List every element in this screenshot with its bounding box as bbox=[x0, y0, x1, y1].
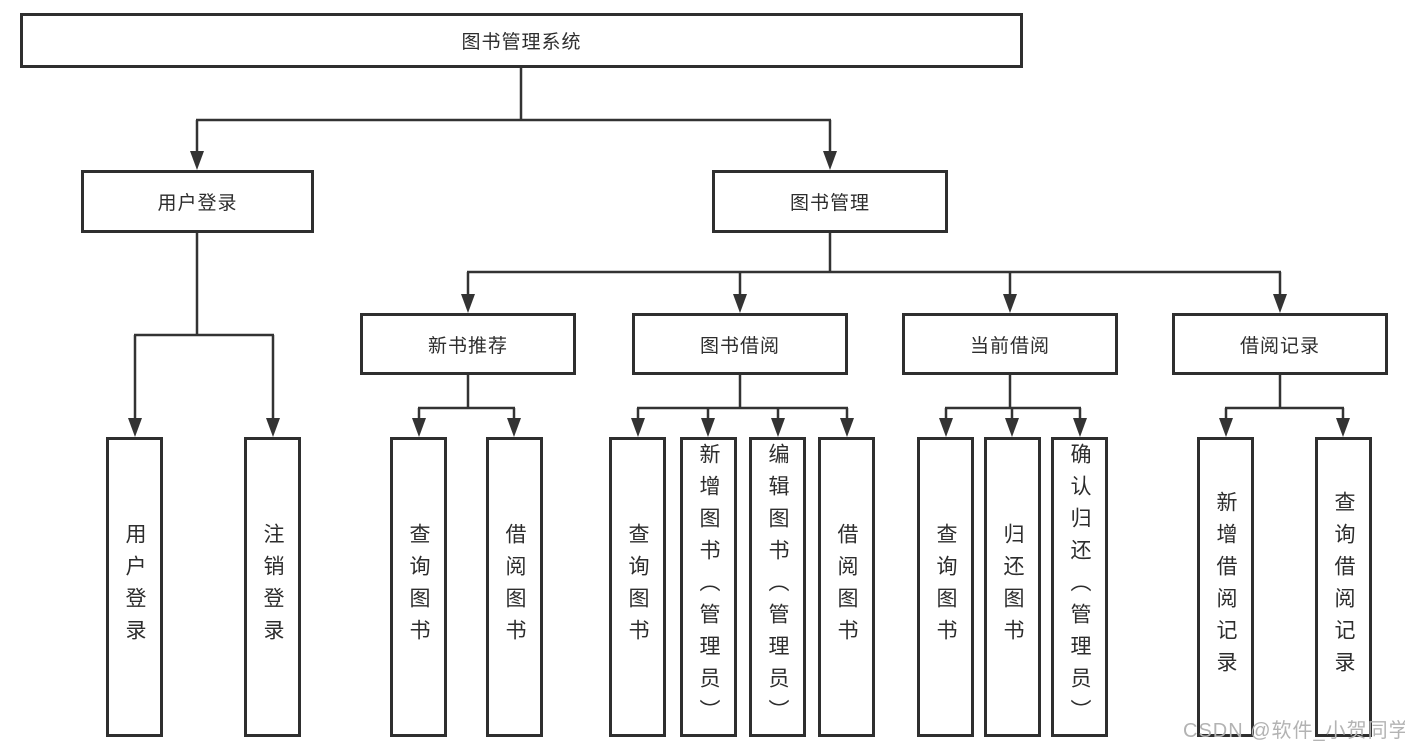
node-book-borrow: 图书借阅 bbox=[632, 313, 848, 375]
arrow-down-icon bbox=[823, 151, 837, 170]
connector-book-management-to-level3 bbox=[466, 231, 1282, 296]
connector-borrow-record-to-leaves bbox=[1224, 373, 1345, 420]
leaf-edit-book-admin: 编辑图书（管理员） bbox=[749, 437, 806, 737]
leaf-return-book: 归还图书 bbox=[984, 437, 1041, 737]
leaf-add-borrow-record: 新增借阅记录 bbox=[1197, 437, 1254, 737]
node-borrow-record: 借阅记录 bbox=[1172, 313, 1388, 375]
arrow-down-icon bbox=[1073, 418, 1087, 437]
leaf-user-login: 用户登录 bbox=[106, 437, 163, 737]
node-root: 图书管理系统 bbox=[20, 13, 1023, 68]
arrow-down-icon bbox=[771, 418, 785, 437]
arrow-down-icon bbox=[840, 418, 854, 437]
leaf-query-borrow-record: 查询借阅记录 bbox=[1315, 437, 1372, 737]
arrowheads bbox=[128, 151, 1350, 437]
leaf-query-books-current: 查询图书 bbox=[917, 437, 974, 737]
arrow-down-icon bbox=[190, 151, 204, 170]
node-book-management: 图书管理 bbox=[712, 170, 948, 233]
watermark: CSDN @软件_小贺同学 bbox=[1183, 720, 1405, 742]
node-user-login: 用户登录 bbox=[81, 170, 314, 233]
leaf-borrow-books-recommend: 借阅图书 bbox=[486, 437, 543, 737]
arrow-down-icon bbox=[1219, 418, 1233, 437]
leaf-query-books-borrow: 查询图书 bbox=[609, 437, 666, 737]
arrow-down-icon bbox=[1003, 294, 1017, 313]
arrow-down-icon bbox=[1336, 418, 1350, 437]
node-current-borrow: 当前借阅 bbox=[902, 313, 1118, 375]
arrow-down-icon bbox=[631, 418, 645, 437]
leaf-add-book-admin: 新增图书（管理员） bbox=[680, 437, 737, 737]
arrow-down-icon bbox=[507, 418, 521, 437]
arrow-down-icon bbox=[128, 418, 142, 437]
arrow-down-icon bbox=[266, 418, 280, 437]
leaf-logout: 注销登录 bbox=[244, 437, 301, 737]
leaf-confirm-return-admin: 确认归还（管理员） bbox=[1051, 437, 1108, 737]
connector-user-login-to-leaves bbox=[133, 231, 275, 420]
connector-new-book-recommend-to-leaves bbox=[417, 373, 516, 420]
arrow-down-icon bbox=[939, 418, 953, 437]
arrow-down-icon bbox=[733, 294, 747, 313]
leaf-borrow-books: 借阅图书 bbox=[818, 437, 875, 737]
arrow-down-icon bbox=[701, 418, 715, 437]
connector-current-borrow-to-leaves bbox=[944, 373, 1082, 420]
arrow-down-icon bbox=[412, 418, 426, 437]
arrow-down-icon bbox=[461, 294, 475, 313]
connector-root-to-level2 bbox=[195, 66, 832, 153]
leaf-query-books-recommend: 查询图书 bbox=[390, 437, 447, 737]
node-new-book-recommend: 新书推荐 bbox=[360, 313, 576, 375]
arrow-down-icon bbox=[1273, 294, 1287, 313]
arrow-down-icon bbox=[1005, 418, 1019, 437]
connector-book-borrow-to-leaves bbox=[636, 373, 849, 420]
